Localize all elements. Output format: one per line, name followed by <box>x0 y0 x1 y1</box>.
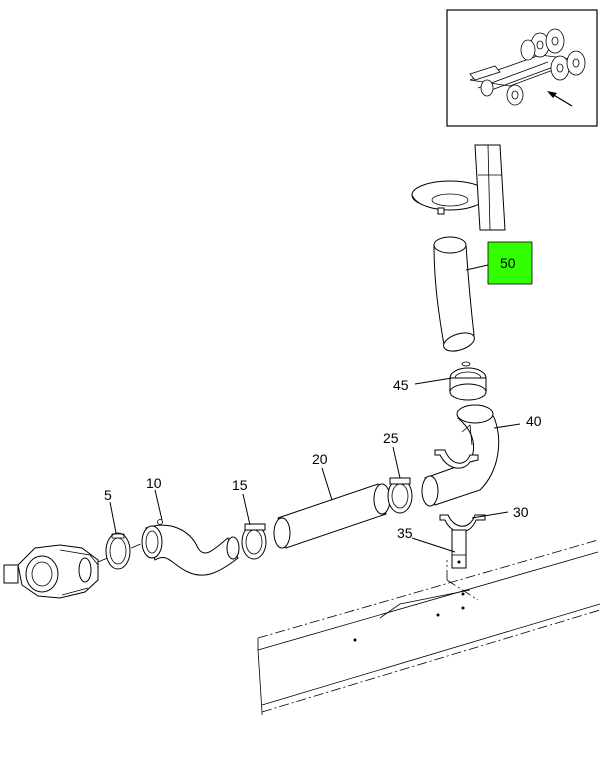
leader-lines <box>109 264 521 553</box>
part-50-highlight[interactable] <box>487 241 533 285</box>
part-20-pipe <box>273 483 391 549</box>
locator-inset <box>446 9 598 127</box>
part-45-clamp <box>449 361 487 401</box>
callout-10[interactable]: 10 <box>146 475 162 491</box>
callout-45[interactable]: 45 <box>393 377 409 393</box>
callout-25[interactable]: 25 <box>383 430 399 446</box>
part-5-clamp <box>105 532 131 570</box>
callout-40[interactable]: 40 <box>526 413 542 429</box>
callout-20[interactable]: 20 <box>312 451 328 467</box>
part-30-bracket <box>434 449 486 533</box>
callout-5[interactable]: 5 <box>104 487 112 503</box>
turbo-outlet <box>3 544 99 599</box>
callout-30[interactable]: 30 <box>513 504 529 520</box>
callout-35[interactable]: 35 <box>397 525 413 541</box>
part-40-elbow <box>421 404 500 507</box>
part-10-elbow <box>141 519 240 576</box>
direction-arrow-icon <box>547 91 557 98</box>
stack-mount <box>411 144 506 231</box>
part-25-clamp <box>387 477 413 514</box>
part-35-support <box>446 529 467 580</box>
part-15-clamp <box>241 523 267 560</box>
part-50-upper-pipe <box>433 236 475 352</box>
callout-15[interactable]: 15 <box>232 477 248 493</box>
callout-50[interactable]: 50 <box>500 255 516 271</box>
frame-rail <box>257 539 601 715</box>
